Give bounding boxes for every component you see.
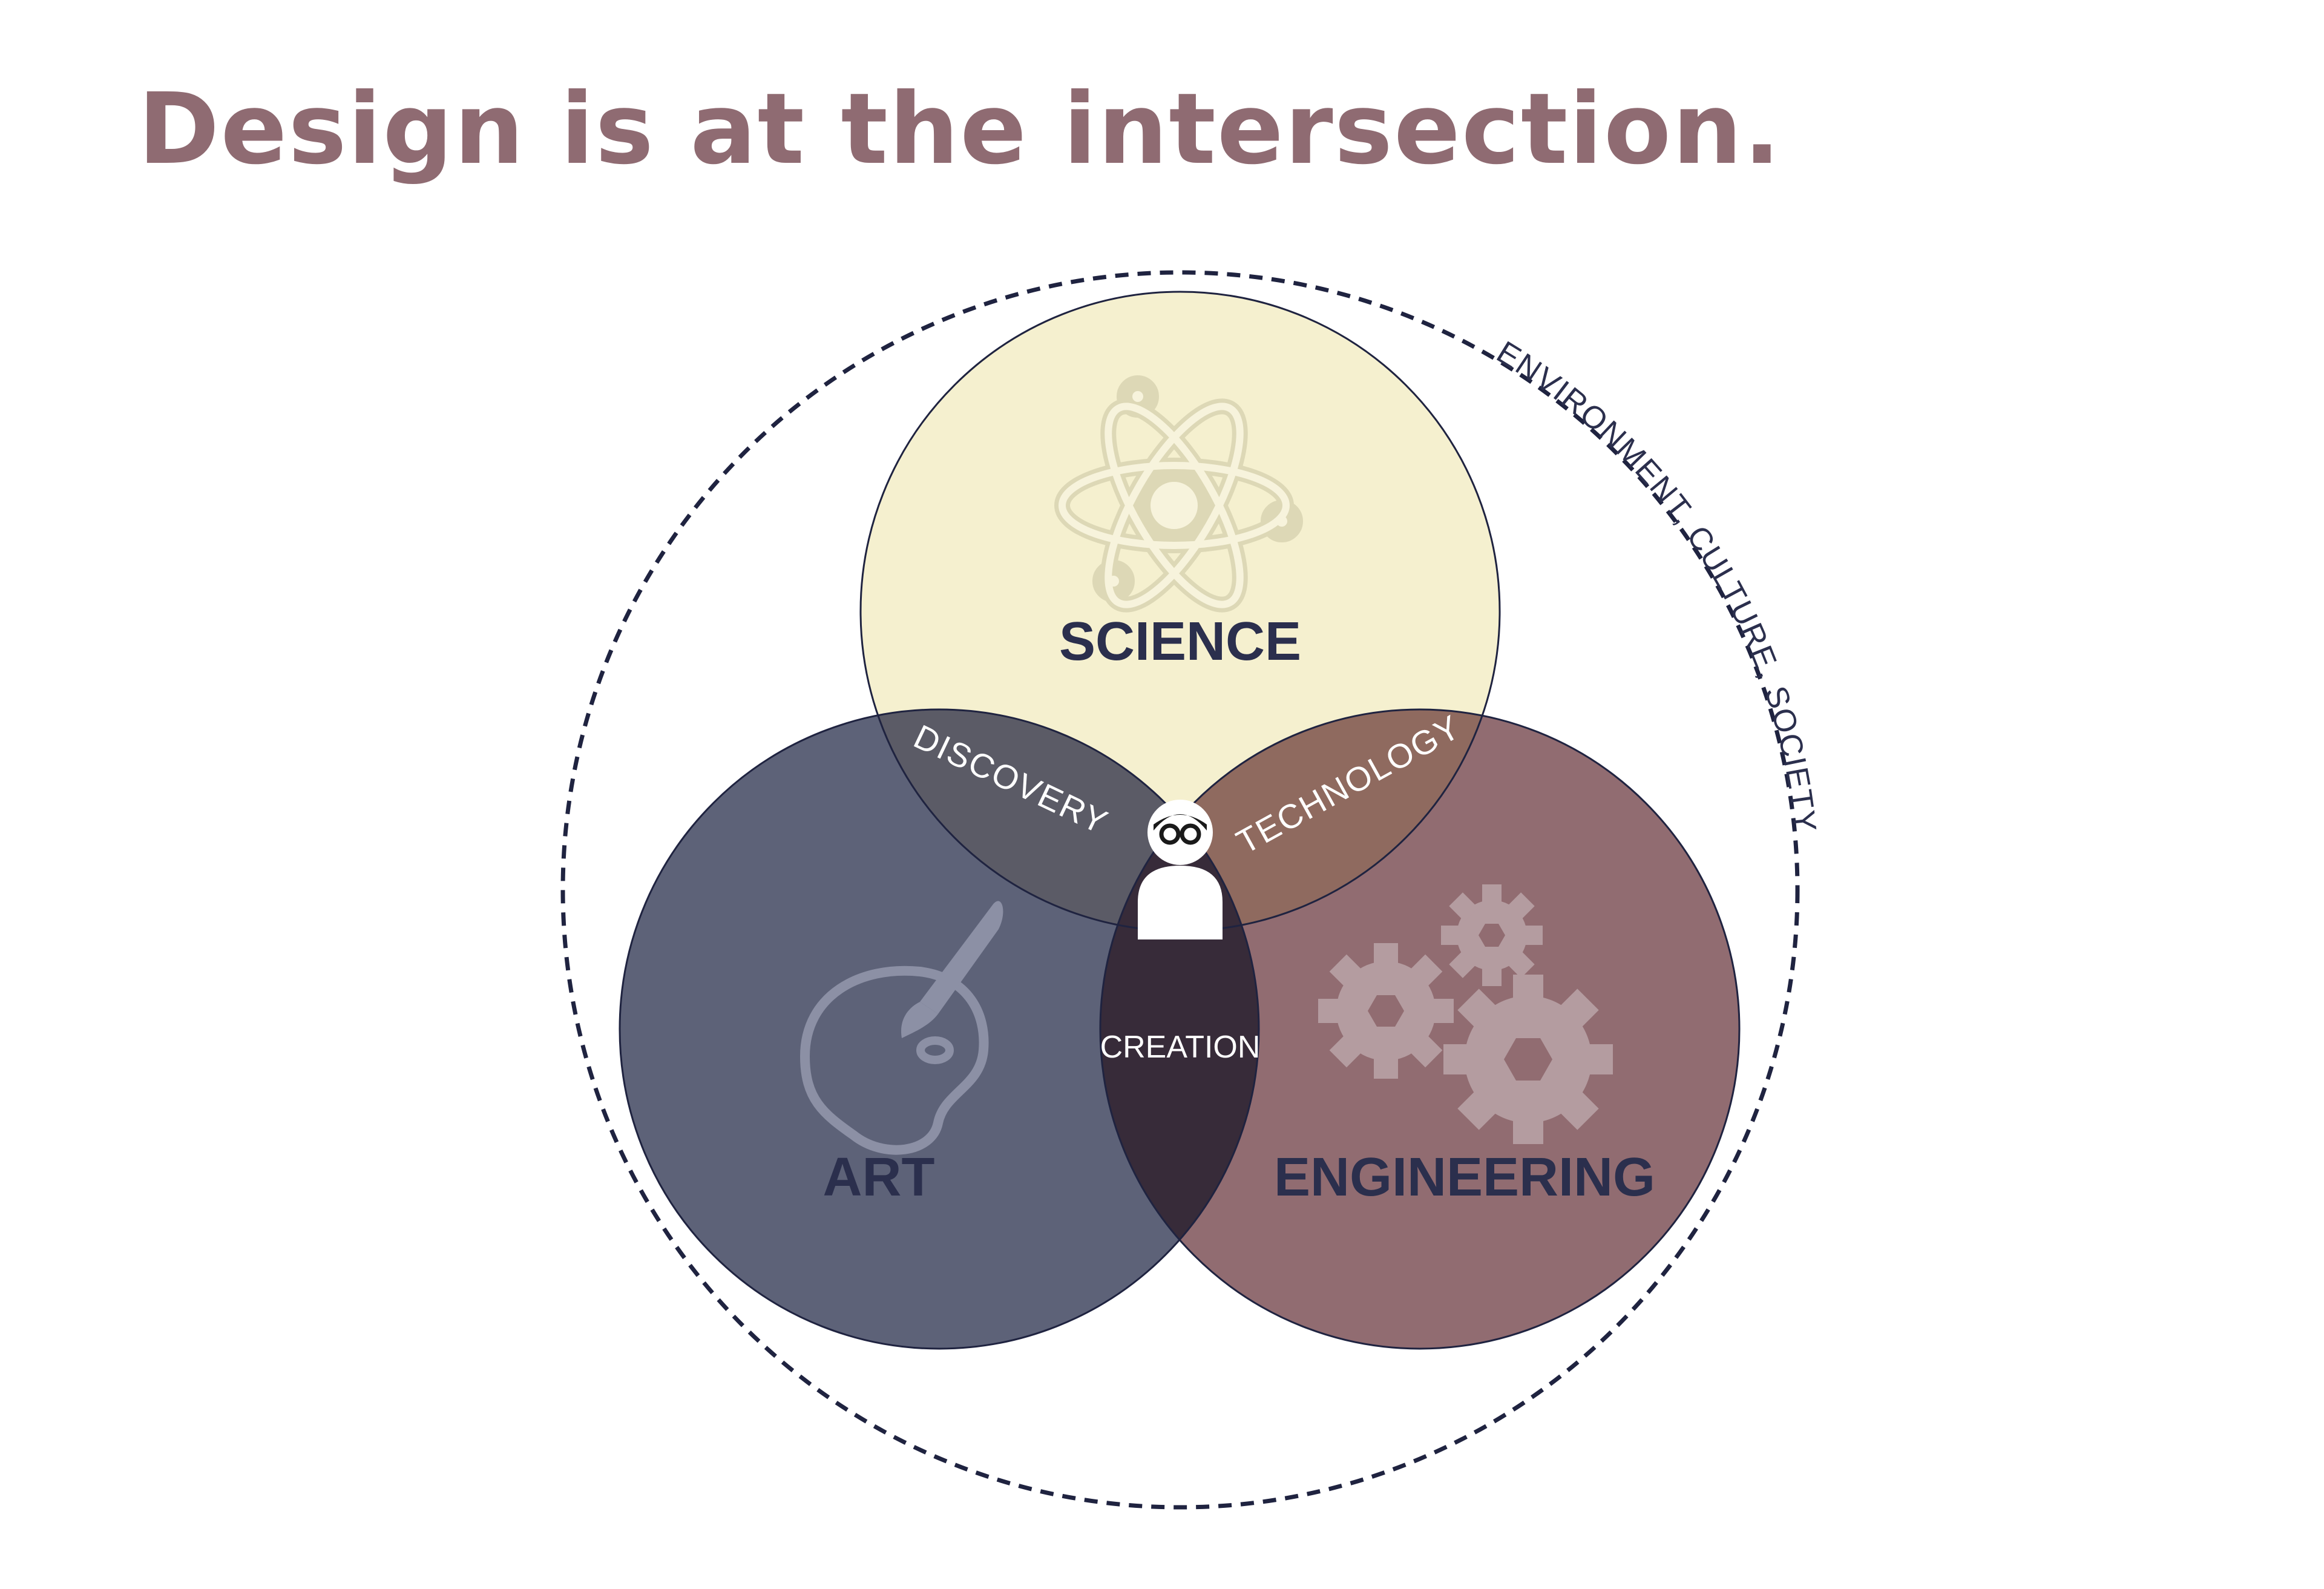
engineering-outline: [1099, 708, 1741, 1350]
technology-region: [1100, 709, 1500, 931]
art-label: ART: [823, 1147, 935, 1208]
designer-person-icon: [1138, 800, 1223, 939]
art-outline: [619, 708, 1260, 1350]
science-label: SCIENCE: [1059, 611, 1301, 672]
palette-brush-icon: [799, 901, 1003, 1155]
discovery-region: [861, 709, 1259, 931]
outer-dashed-ring: [560, 270, 1800, 1510]
gears-icon: [1318, 884, 1613, 1144]
page-title: Design is at the intersection.: [138, 73, 1782, 186]
engineering-label: ENGINEERING: [1274, 1147, 1655, 1208]
creation-label: CREATION: [1100, 1030, 1261, 1065]
